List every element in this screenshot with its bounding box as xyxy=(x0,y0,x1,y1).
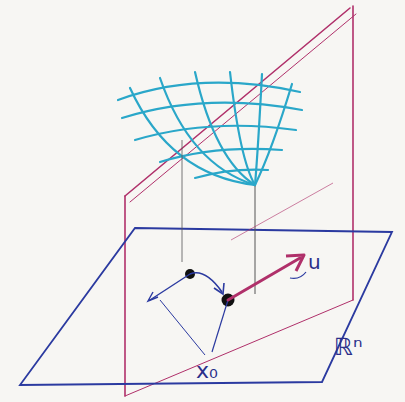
space-label: ℝⁿ xyxy=(334,335,363,359)
vector-label: u xyxy=(308,252,321,272)
point-label: x₀ xyxy=(196,360,218,382)
